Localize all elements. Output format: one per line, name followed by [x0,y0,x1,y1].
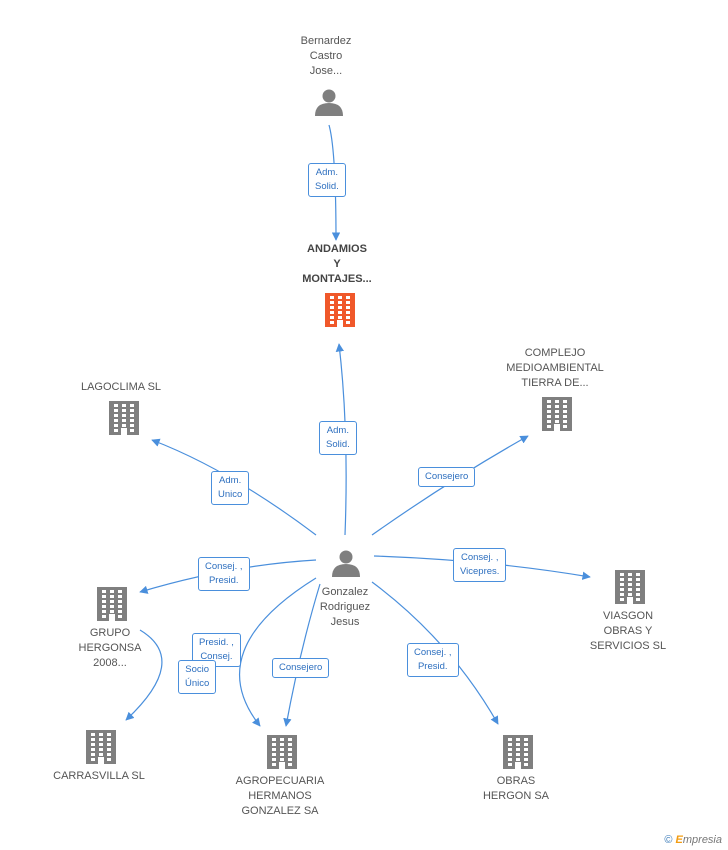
node-label-line: HERGONSA [78,642,142,654]
edge-label-line: Único [185,678,210,689]
node-label-line: 2008... [93,657,127,669]
edge-label-line: Presid. [208,575,239,586]
building-icon-agropecuaria[interactable] [267,735,297,769]
edge-label-line: Consej. , [205,561,243,572]
edge-label-gonzalez-to-lagoclima[interactable]: Adm. Unico [211,471,250,505]
node-label-complejo[interactable]: COMPLEJO MEDIOAMBIENTAL TIERRA DE... [506,346,604,391]
edge-label-line: Solid. [315,181,339,192]
node-label-lagoclima[interactable]: LAGOCLIMA SL [81,380,161,395]
edge-label-line: Adm. [219,475,242,486]
node-label-line: Gonzalez [321,586,369,598]
node-label-line: ANDAMIOS [307,243,367,255]
edge-label-gonzalez-to-complejo[interactable]: Consejero [418,467,476,487]
copyright-symbol: © [664,834,673,846]
edge-label-line: Adm. [315,167,338,178]
node-label-line: OBRAS Y [603,625,653,637]
edge-label-line: Unico [218,489,243,500]
edge-label-line: Consej. [200,651,233,662]
node-label-line: Jesus [330,616,360,628]
node-label-line: SERVICIOS SL [589,640,667,652]
edge-label-line: Consej. , [414,647,452,658]
building-icon-carrasvilla[interactable] [86,730,116,764]
building-icon-viasgon[interactable] [615,570,645,604]
node-label-line: Jose... [309,65,343,77]
edge-label-line: Socio [185,664,210,675]
node-label-line: MONTAJES... [302,273,372,285]
edge-label-gonzalez-to-andamios[interactable]: Adm. Solid. [319,421,357,455]
node-label-viasgon[interactable]: VIASGON OBRAS Y SERVICIOS SL [590,609,666,654]
person-icon-bernardez[interactable] [315,89,343,117]
node-label-line: TIERRA DE... [521,377,589,389]
edge-label-line: Adm. [326,425,349,436]
node-label-line: Castro [309,50,343,62]
brand-logo-letter: E [675,834,683,846]
node-label-line: AGROPECUARIA [235,775,325,787]
building-icon-lagoclima[interactable] [109,401,139,435]
node-label-line: COMPLEJO [524,347,586,359]
building-icon-andamios[interactable] [325,293,355,327]
node-label-line: OBRAS [496,775,536,787]
edge-label-bernardez-to-andamios[interactable]: Adm. Solid. [308,163,346,197]
node-label-line: MEDIOAMBIENTAL [506,362,604,374]
edge-label-line: Consej. , [460,552,499,563]
building-icon-obras[interactable] [503,735,533,769]
node-label-line: GONZALEZ SA [241,805,319,817]
brand-name: mpresia [682,834,722,846]
node-label-line: Y [333,258,341,270]
edge-label-gonzalez-to-viasgon[interactable]: Consej. , Vicepres. [453,548,507,582]
edge-label-line: Presid. [417,661,448,672]
edge-label-line: Solid. [326,439,350,450]
node-label-line: LAGOCLIMA SL [80,381,162,393]
edge-label-gonzalez-to-obras[interactable]: Consej. , Presid. [407,643,459,677]
node-label-obras[interactable]: OBRAS HERGON SA [483,774,549,804]
building-icon-complejo[interactable] [542,397,572,431]
edge-label-line: Vicepres. [460,566,500,577]
node-label-carrasvilla[interactable]: CARRASVILLA SL [53,769,145,784]
node-label-line: GRUPO [89,627,131,639]
edge-label-line: Presid. , [199,637,234,648]
node-label-line: HERMANOS [248,790,312,802]
person-icon-gonzalez[interactable] [332,550,360,578]
node-label-agropecuaria[interactable]: AGROPECUARIA HERMANOS GONZALEZ SA [236,774,325,819]
node-label-grupo[interactable]: GRUPO HERGONSA 2008... [79,626,142,671]
edge-label-gonzalez-to-grupo[interactable]: Consej. , Presid. [198,557,250,591]
node-label-line: Bernardez [300,35,352,47]
node-label-line: VIASGON [602,610,654,622]
node-label-line: HERGON SA [482,790,550,802]
footer-brand[interactable]: © Empresia [664,834,722,846]
edge-label-gonzalez-to-agropecuaria[interactable]: Consejero [272,658,330,678]
edge-gonzalez-to-agropecuaria [238,577,317,727]
edge-grupo-to-carrasvilla [125,629,163,721]
building-icon-grupo[interactable] [97,587,127,621]
node-label-line: Rodriguez [319,601,371,613]
node-label-line: CARRASVILLA SL [53,770,145,782]
edge-label-line: Consejero [279,662,323,673]
edge-gonzalez-to-agropecuaria [283,583,321,727]
node-label-andamios[interactable]: ANDAMIOS Y MONTAJES... [302,242,371,287]
edge-label-line: Consejero [425,471,469,482]
